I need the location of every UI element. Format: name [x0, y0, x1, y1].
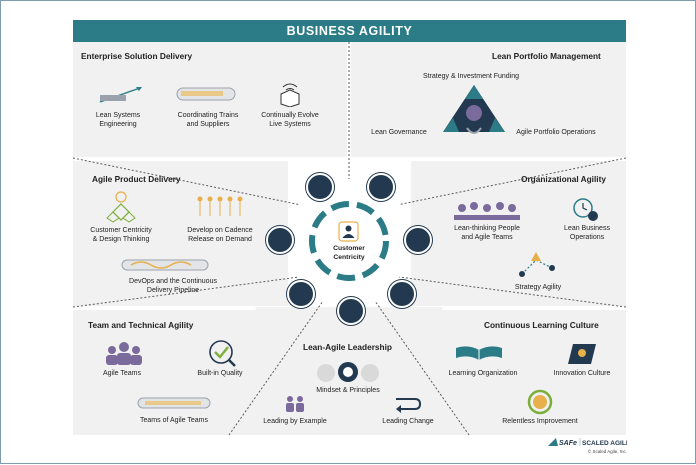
hub-leadership-icon [337, 297, 365, 325]
item-customer-centricity-design: Customer Centricity & Design Thinking [90, 227, 152, 243]
svg-text:SCALED AGILE: SCALED AGILE [582, 440, 627, 447]
item-innovation-culture: Innovation Culture [553, 370, 611, 377]
mindset-icon [317, 362, 379, 382]
divider-line [228, 300, 324, 436]
item-continually-evolve: Continually Evolve Live Systems [261, 112, 319, 128]
leading-by-example-icon [286, 396, 304, 412]
cadence-icon [197, 196, 243, 216]
lean-people-icon [454, 202, 520, 220]
hub-learning-icon [388, 280, 416, 308]
divider-line [72, 276, 300, 308]
heading-learning: Continuous Learning Culture [484, 320, 599, 330]
hub-portfolio-icon [367, 173, 395, 201]
innovation-culture-icon [568, 344, 596, 364]
item-leading-change: Leading Change [382, 418, 434, 425]
item-strategy-agility: Strategy Agility [514, 284, 562, 291]
heading-portfolio: Lean Portfolio Management [492, 51, 601, 61]
center-dashed-ring [309, 201, 389, 281]
svg-text:SAFe: SAFe [559, 440, 577, 447]
divider-line [72, 157, 302, 206]
hub-team-icon [287, 280, 315, 308]
built-in-quality-icon [209, 340, 236, 367]
lean-operations-icon [573, 198, 598, 221]
item-lean-thinking-people: Lean-thinking People and Agile Teams [454, 225, 520, 241]
leading-change-icon [396, 398, 422, 413]
item-coordinating-trains: Coordinating Trains and Suppliers [177, 112, 239, 128]
hub-org-icon [404, 226, 432, 254]
divider-line [396, 157, 627, 206]
item-built-in-quality: Built-in Quality [197, 370, 243, 377]
portfolio-triangle-icon [443, 85, 505, 134]
box-wireless-icon [280, 83, 300, 107]
footer-copyright: © Scaled Agile, Inc. [587, 449, 627, 454]
item-relentless-improvement: Relentless Improvement [502, 418, 578, 425]
item-lean-systems-engineering: Lean Systems Engineering [95, 112, 141, 128]
hub-enterprise-icon [306, 173, 334, 201]
item-develop-on-cadence: Develop on Cadence Release on Demand [187, 227, 253, 243]
item-agile-teams: Agile Teams [102, 370, 141, 377]
panel-org [411, 161, 626, 306]
safe-logo: SAFe SCALED AGILE [548, 438, 627, 447]
heading-enterprise: Enterprise Solution Delivery [81, 51, 193, 61]
train-icon [176, 87, 236, 101]
divider-line [374, 300, 470, 436]
hub-product-icon [266, 226, 294, 254]
panel-product [73, 161, 288, 306]
teams-of-teams-icon [137, 397, 211, 409]
panel-portfolio [351, 42, 626, 157]
heading-team: Team and Technical Agility [88, 320, 194, 330]
systems-engineering-icon [99, 87, 142, 103]
relentless-improvement-icon [527, 389, 553, 415]
item-lean-governance: Lean Governance [371, 129, 427, 136]
heading-org: Organizational Agility [521, 174, 606, 184]
item-agile-portfolio-operations: Agile Portfolio Operations [516, 129, 596, 136]
design-thinking-icon [106, 191, 136, 223]
devops-pipeline-icon [121, 259, 209, 271]
center-label: Customer Centricity [333, 245, 365, 261]
item-strategy-investment: Strategy & Investment Funding [422, 73, 520, 80]
learning-organization-icon [456, 346, 502, 360]
item-leading-by-example: Leading by Example [263, 418, 327, 425]
strategy-agility-icon [519, 252, 555, 277]
item-mindset-principles: Mindset & Principles [316, 387, 380, 394]
item-devops-pipeline: DevOps and the Continuous Delivery Pipel… [129, 278, 217, 294]
agile-teams-icon [106, 342, 142, 365]
heading-product: Agile Product Delivery [92, 174, 181, 184]
item-teams-of-agile-teams: Teams of Agile Teams [140, 417, 208, 424]
heading-leadership: Lean-Agile Leadership [303, 342, 392, 352]
item-learning-organization: Learning Organization [448, 370, 518, 377]
item-lean-business-operations: Lean Business Operations [564, 225, 610, 241]
page-title: BUSINESS AGILITY [73, 20, 626, 42]
